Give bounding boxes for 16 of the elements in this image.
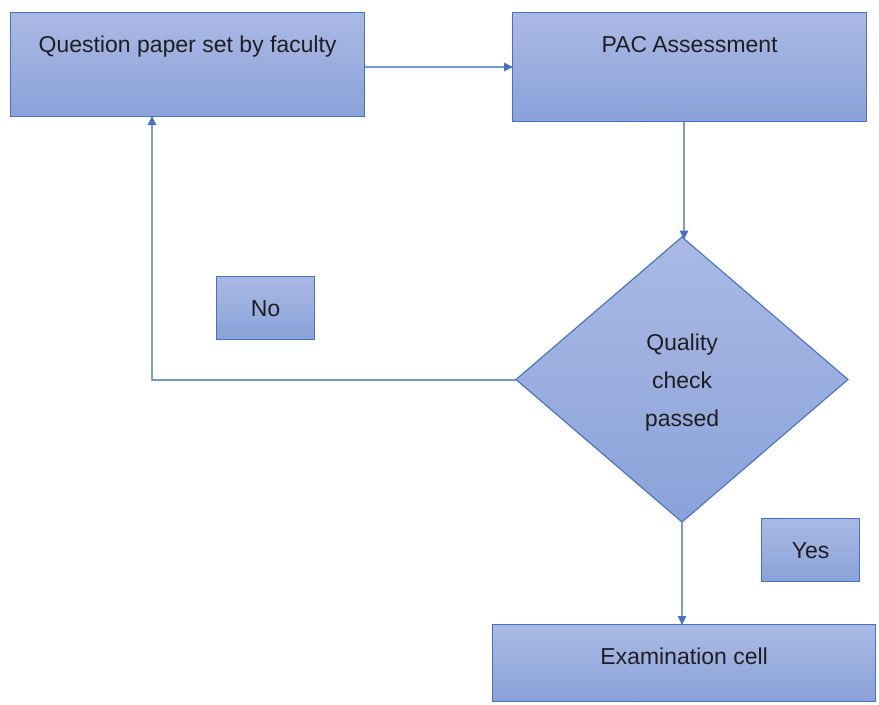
arrow: [678, 522, 686, 625]
branch-label-box: [216, 276, 315, 340]
process-box: [492, 624, 876, 702]
node-text: Examination cell: [600, 642, 768, 671]
node-text: Question paper set by faculty: [38, 30, 336, 59]
process-box: [512, 12, 867, 122]
branch-label-box: [761, 518, 860, 582]
node-text: No: [250, 294, 280, 323]
arrow: [680, 122, 688, 240]
node-text: Quality check passed: [644, 328, 720, 433]
node-text: Yes: [792, 536, 830, 565]
arrow: [365, 62, 513, 72]
node-text: PAC Assessment: [602, 30, 778, 59]
decision-diamond: [516, 237, 848, 522]
arrow: [148, 116, 517, 381]
process-box: [10, 12, 365, 117]
